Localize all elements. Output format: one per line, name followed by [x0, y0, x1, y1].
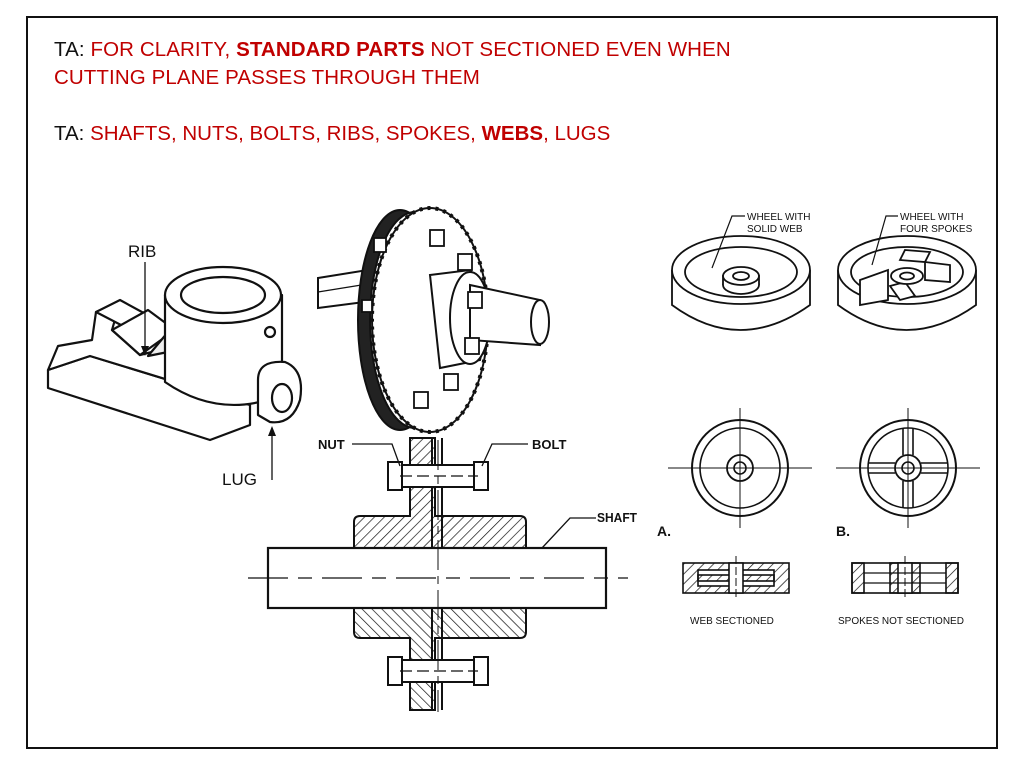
- wheel-spokes-label-2: FOUR SPOKES: [900, 224, 973, 235]
- label-b: B.: [836, 523, 850, 539]
- lugs-text: , LUGS: [543, 122, 611, 145]
- clarity-text: FOR CLARITY,: [90, 38, 237, 61]
- lug-label: LUG: [222, 470, 257, 489]
- rib-label: RIB: [128, 242, 156, 261]
- bolt-label: BOLT: [532, 437, 566, 452]
- shaft-label: SHAFT: [597, 510, 637, 525]
- coupling-drawing: [317, 206, 550, 434]
- rib-arrow: [141, 346, 149, 356]
- section-coupling: [248, 437, 628, 712]
- wheel-web-label-1: WHEEL WITH: [747, 212, 811, 223]
- nut-label: NUT: [318, 437, 345, 452]
- cutting-plane-text: CUTTING PLANE PASSES THROUGH THEM: [54, 66, 480, 89]
- web-section-view: [682, 556, 790, 600]
- webs-text: WEBS: [481, 122, 544, 145]
- lug-arrow: [268, 426, 276, 436]
- wheel-b-front-view: [836, 408, 980, 528]
- wheel-solid-web-drawing: [671, 235, 811, 331]
- section-leaders: [352, 443, 596, 549]
- web-sectioned-caption: WEB SECTIONED: [690, 616, 774, 627]
- not-sectioned-text: NOT SECTIONED EVEN WHEN: [424, 38, 731, 61]
- heading-line-2: TA: SHAFTS, NUTS, BOLTS, RIBS, SPOKES, W…: [54, 120, 610, 148]
- ta-prefix-2: TA:: [54, 122, 91, 145]
- standard-parts-text: STANDARD PARTS: [236, 38, 425, 61]
- parts-list-text: SHAFTS, NUTS, BOLTS, RIBS, SPOKES,: [90, 122, 482, 145]
- spokes-section-view: [851, 556, 959, 600]
- wheel-spokes-label-1: WHEEL WITH: [900, 212, 964, 223]
- heading-line-1: TA: FOR CLARITY, STANDARD PARTS NOT SECT…: [54, 36, 954, 92]
- spokes-not-sectioned-caption: SPOKES NOT SECTIONED: [838, 616, 964, 627]
- wheel-leaders: [711, 215, 898, 269]
- wheel-web-label-2: SOLID WEB: [747, 224, 803, 235]
- bracket-drawing: [46, 265, 303, 442]
- ta-prefix: TA:: [54, 38, 91, 61]
- wheel-a-front-view: [668, 408, 812, 528]
- label-a: A.: [657, 523, 671, 539]
- wheel-spokes-drawing: [837, 235, 977, 331]
